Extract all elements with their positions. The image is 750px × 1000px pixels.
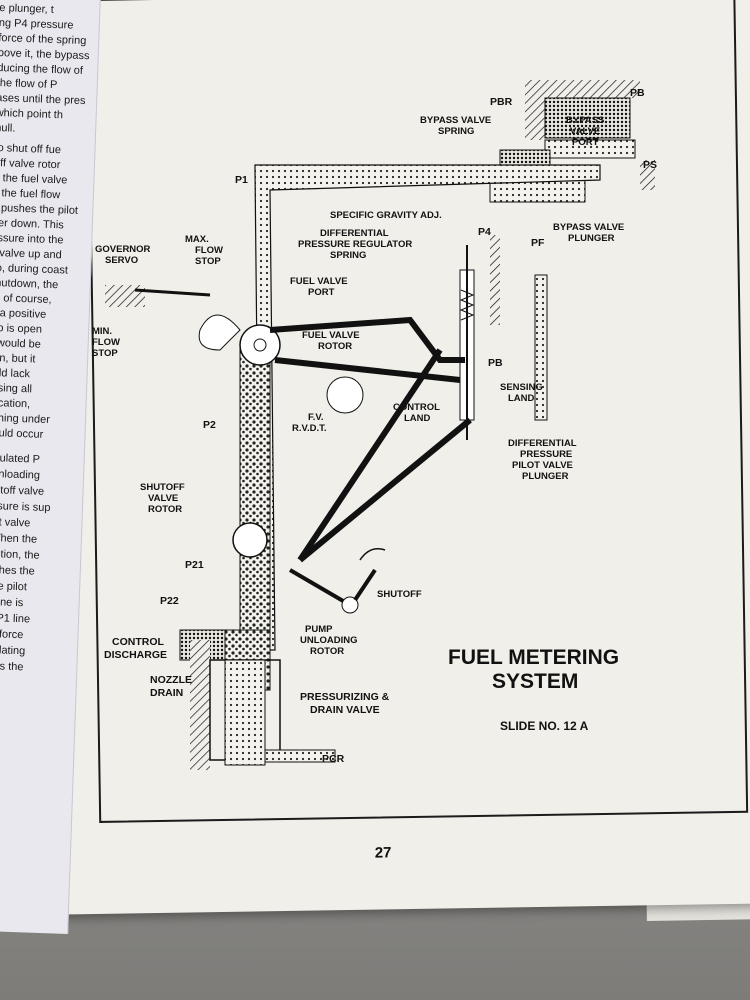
label-specific-gravity-adj: SPECIFIC GRAVITY ADJ. — [330, 210, 442, 221]
label-bypass-valve-plunger-line-1: BYPASS VALVE — [553, 222, 624, 233]
fuel-valve-rotor-assembly — [105, 285, 465, 414]
label-control-discharge-line-2: DISCHARGE — [104, 649, 167, 661]
label-max-flow-stop-line-2: FLOW — [195, 245, 223, 256]
label-shutoff: SHUTOFF — [377, 589, 422, 600]
label-fuel-valve-port-line-2: PORT — [308, 287, 335, 298]
label-dprs-line-3: SPRING — [330, 250, 366, 261]
label-max-flow-stop-line-1: MAX. — [185, 234, 209, 245]
label-dppvp-line-4: PLUNGER — [522, 471, 569, 482]
label-p21: P21 — [185, 559, 204, 571]
label-dppvp-line-3: PILOT VALVE — [512, 460, 573, 471]
label-sensing-land: SENSING LAND — [500, 382, 545, 404]
label-control-discharge: CONTROL DISCHARGE — [104, 636, 167, 661]
label-fuel-valve-rotor-line-2: ROTOR — [318, 341, 352, 352]
label-governor-servo: GOVERNOR SERVO — [95, 244, 153, 266]
label-ps: PS — [643, 159, 657, 171]
shutoff-linkage — [232, 348, 472, 614]
label-governor-servo-line-2: SERVO — [105, 255, 138, 266]
label-bypass-valve-spring: BYPASS VALVE SPRING — [420, 115, 494, 137]
label-fv-rvdt-line-2: R.V.D.T. — [292, 423, 327, 434]
label-dppvp-line-2: PRESSURE — [520, 449, 572, 460]
label-pump-unloading-rotor: PUMP UNLOADING ROTOR — [300, 624, 360, 657]
label-pbr: PBR — [490, 96, 513, 108]
label-control-land-line-2: LAND — [404, 413, 431, 424]
label-pump-unloading-rotor-line-1: PUMP — [305, 624, 333, 635]
label-dprs-line-2: PRESSURE REGULATOR — [298, 239, 412, 250]
label-min-flow-stop-line-1: MIN. — [92, 326, 112, 337]
label-fuel-valve-port: FUEL VALVE PORT — [290, 276, 350, 298]
label-fv-rvdt: F.V. R.V.D.T. — [292, 412, 327, 434]
diagram-title: FUEL METERING SYSTEM — [448, 646, 625, 693]
label-pump-unloading-rotor-line-3: ROTOR — [310, 646, 344, 657]
label-governor-servo-line-1: GOVERNOR — [95, 244, 151, 255]
label-fuel-valve-port-line-1: FUEL VALVE — [290, 276, 348, 287]
label-nozzle-drain-line-1: NOZZLE — [150, 674, 192, 686]
label-max-flow-stop: MAX. FLOW STOP — [185, 234, 226, 267]
label-p4: P4 — [478, 226, 491, 238]
pressurizing-drain-valve — [190, 640, 336, 770]
label-min-flow-stop: MIN. FLOW STOP — [92, 326, 123, 359]
label-shutoff-valve-rotor-line-2: VALVE — [148, 493, 178, 504]
label-pb-mid: PB — [488, 357, 503, 369]
label-min-flow-stop-line-2: FLOW — [92, 337, 120, 348]
label-dppvp-line-1: DIFFERENTIAL — [508, 438, 577, 449]
label-bypass-valve-plunger-line-2: PLUNGER — [568, 233, 615, 244]
label-p1: P1 — [235, 174, 248, 186]
label-shutoff-valve-rotor-line-1: SHUTOFF — [140, 482, 185, 493]
label-sensing-land-line-1: SENSING — [500, 382, 543, 393]
label-max-flow-stop-line-3: STOP — [195, 256, 221, 267]
label-bypass-valve-spring-line-2: SPRING — [438, 126, 474, 137]
label-p2: P2 — [203, 419, 216, 431]
bypass-valve-housing — [489, 80, 655, 203]
label-control-land-line-1: CONTROL — [393, 402, 440, 413]
label-bypass-valve-port: BYPASS VALVE PORT — [566, 115, 607, 148]
label-pressurizing-drain-valve: PRESSURIZING & DRAIN VALVE — [300, 691, 392, 716]
label-pf: PF — [531, 237, 545, 249]
label-pdv-line-1: PRESSURIZING & — [300, 691, 390, 703]
label-differential-pressure-regulator-spring: DIFFERENTIAL PRESSURE REGULATOR SPRING — [298, 228, 415, 261]
label-min-flow-stop-line-3: STOP — [92, 348, 118, 359]
label-bypass-valve-port-line-2: VALVE — [570, 126, 600, 137]
label-bypass-valve-port-line-1: BYPASS — [566, 115, 604, 126]
label-pump-unloading-rotor-line-2: UNLOADING — [300, 635, 358, 646]
label-bypass-valve-spring-line-1: BYPASS VALVE — [420, 115, 491, 126]
diagram-title-line-2: SYSTEM — [492, 670, 578, 693]
label-shutoff-valve-rotor: SHUTOFF VALVE ROTOR — [140, 482, 187, 515]
label-fuel-valve-rotor-line-1: FUEL VALVE — [302, 330, 360, 341]
differential-pressure-regulator — [459, 235, 548, 440]
title-block: FUEL METERING SYSTEM SLIDE NO. 12 A — [448, 646, 625, 733]
diagram-title-line-1: FUEL METERING — [448, 646, 619, 669]
label-pcr: PCR — [322, 753, 345, 765]
label-bypass-valve-port-line-3: PORT — [572, 137, 599, 148]
label-pb-top: PB — [630, 87, 645, 99]
slide-number: SLIDE NO. 12 A — [500, 719, 589, 733]
label-control-land: CONTROL LAND — [393, 402, 442, 424]
label-p22: P22 — [160, 595, 179, 607]
label-sensing-land-line-2: LAND — [508, 393, 535, 404]
label-fuel-valve-rotor: FUEL VALVE ROTOR — [302, 330, 362, 352]
diagram-labels: PBR PB BYPASS VALVE SPRING BYPASS VALVE … — [92, 87, 657, 765]
label-differential-pressure-pilot-valve-plunger: DIFFERENTIAL PRESSURE PILOT VALVE PLUNGE… — [508, 438, 579, 482]
label-fv-rvdt-line-1: F.V. — [308, 412, 324, 423]
label-pdv-line-2: DRAIN VALVE — [310, 704, 380, 716]
label-nozzle-drain: NOZZLE DRAIN — [150, 674, 195, 699]
label-dprs-line-1: DIFFERENTIAL — [320, 228, 389, 239]
label-shutoff-valve-rotor-line-3: ROTOR — [148, 504, 182, 515]
label-control-discharge-line-1: CONTROL — [112, 636, 164, 648]
label-nozzle-drain-line-2: DRAIN — [150, 687, 183, 699]
label-bypass-valve-plunger: BYPASS VALVE PLUNGER — [553, 222, 627, 244]
